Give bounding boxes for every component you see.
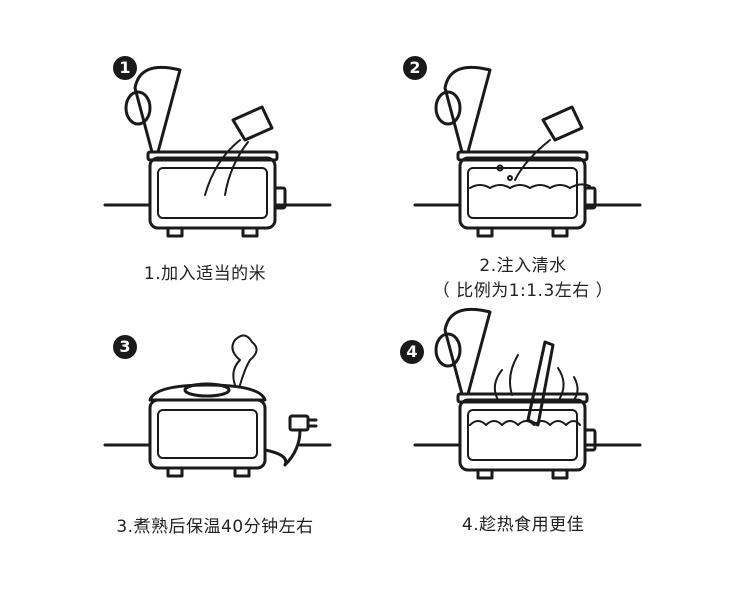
- step-1-number-badge: 1: [113, 56, 137, 80]
- step-3-illustration: [103, 334, 332, 478]
- step-2-illustration: [413, 65, 642, 238]
- step-4-illustration: [413, 307, 642, 480]
- step-2-ratio-note: （ 比例为1:1.3左右 ）: [432, 281, 614, 301]
- step-1-illustration: [103, 65, 332, 238]
- step-3-caption: 3.煮熟后保温40分钟左右: [116, 517, 314, 537]
- step-3-number-badge: 3: [113, 335, 137, 359]
- step-2-caption: 2.注入清水: [479, 256, 567, 276]
- step-1-caption: 1.加入适当的米: [143, 264, 267, 284]
- step-4-number-badge: 4: [400, 340, 424, 364]
- step-2-number-badge: 2: [403, 56, 427, 80]
- step-4-caption: 4.趁热食用更佳: [461, 515, 585, 535]
